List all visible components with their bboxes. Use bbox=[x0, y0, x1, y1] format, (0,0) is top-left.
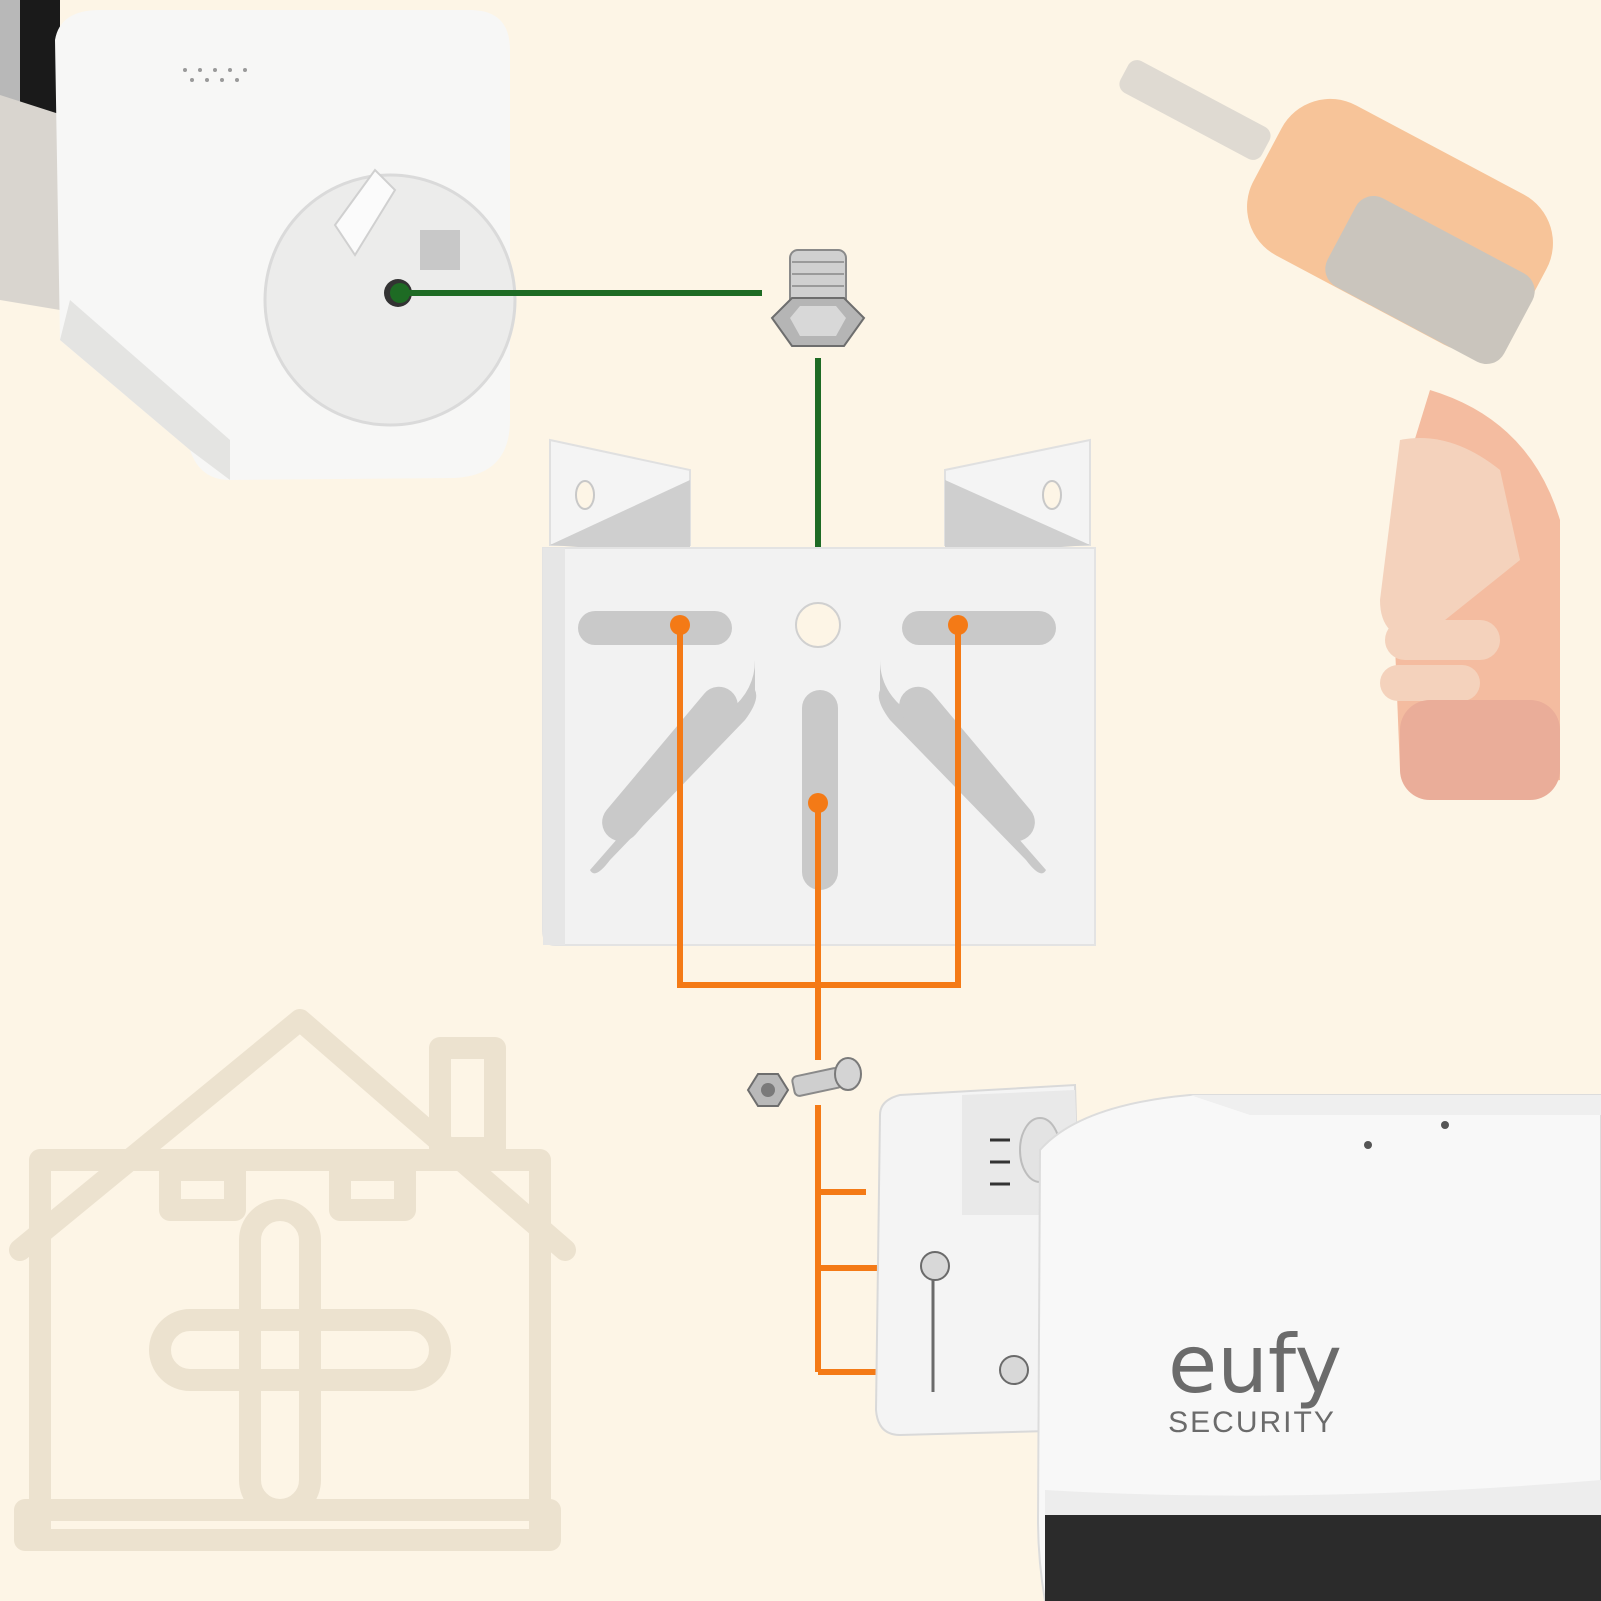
brand-logo: eufy bbox=[1168, 1318, 1342, 1411]
orange-connector-dot bbox=[948, 615, 968, 635]
bolt-icon bbox=[770, 249, 866, 347]
house-wrench-icon bbox=[9, 1009, 576, 1551]
camera-top-icon bbox=[0, 0, 517, 480]
green-connector-dot bbox=[390, 283, 410, 303]
nut-bolt-icon bbox=[746, 1057, 862, 1107]
orange-connector-dot bbox=[670, 615, 690, 635]
brand-subtitle: SECURITY bbox=[1168, 1406, 1336, 1439]
camera-bottom-icon: eufy SECURITY bbox=[874, 1083, 1601, 1601]
orange-connector-dot bbox=[808, 793, 828, 813]
drill-hand-icon bbox=[1119, 60, 1560, 800]
